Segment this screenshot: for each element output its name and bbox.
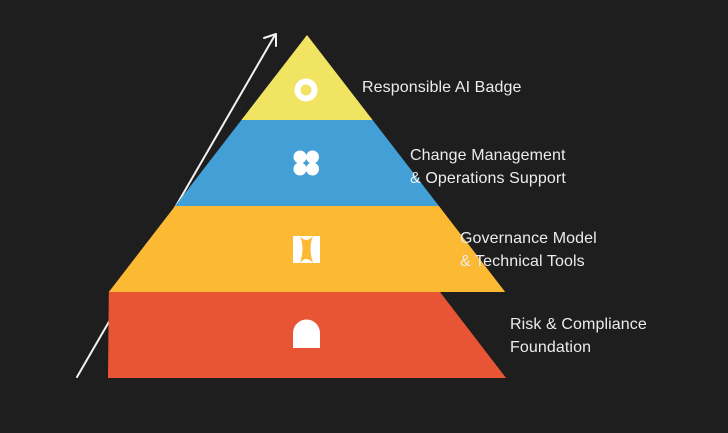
tier-3-band xyxy=(175,120,439,206)
tier-2-label: Governance Model & Technical Tools xyxy=(460,230,597,270)
tier-1-label: Risk & Compliance Foundation xyxy=(510,316,647,356)
tier-4-band xyxy=(241,35,373,120)
arch-icon xyxy=(293,319,320,348)
ring-icon xyxy=(294,78,318,102)
tier-3-label: Change Management & Operations Support xyxy=(410,147,566,187)
bowtie-icon xyxy=(293,236,320,263)
tier-4-label: Responsible AI Badge xyxy=(362,79,522,96)
tier-2-band xyxy=(108,206,506,292)
four-dots-icon xyxy=(293,150,319,176)
